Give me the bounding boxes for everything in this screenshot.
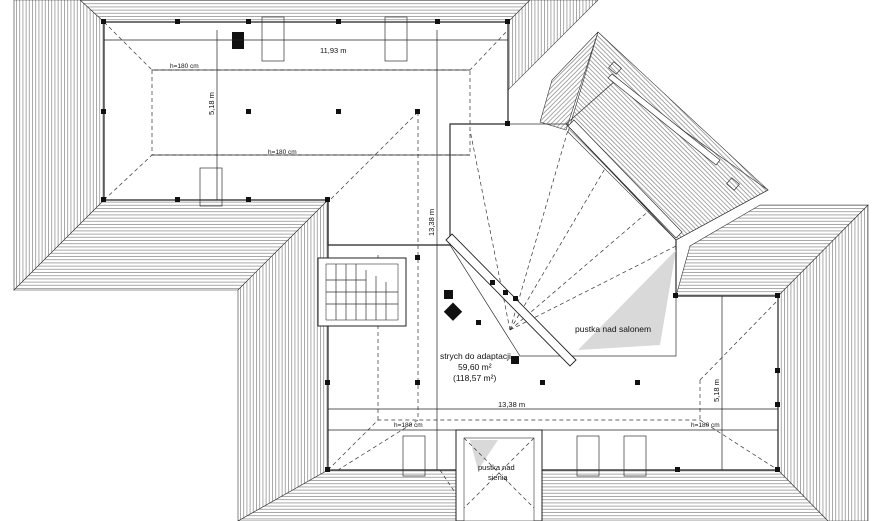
- salon-void-label: pustka nad salonem: [575, 324, 651, 334]
- height-label-top-b: h=180 cm: [268, 149, 297, 156]
- attic-area-label: 59,60 m²: [458, 362, 492, 372]
- height-label-top-a: h=180 cm: [170, 63, 199, 70]
- roof-eaves: [13, 0, 869, 521]
- diagonal-beam: [445, 73, 721, 367]
- height-label-bottom-right: h=180 cm: [691, 422, 720, 429]
- dim-center-height: 13,38 m: [427, 209, 436, 236]
- staircase: [317, 257, 407, 327]
- column-markers: [101, 19, 780, 472]
- height-label-bottom-left: h=180 cm: [394, 422, 423, 429]
- dim-top-width: 11,93 m: [320, 46, 347, 55]
- chimney-icon: [444, 290, 453, 299]
- dimension-lines: [104, 30, 778, 470]
- dim-bottom-width: 13,38 m: [498, 400, 525, 409]
- skylights-bottom: [402, 435, 647, 477]
- chimney-icon: [443, 302, 463, 321]
- skylights-top: [199, 16, 408, 207]
- attic-area-total-label: (118,57 m²): [453, 373, 496, 383]
- attic-name-label: strych do adaptacji: [440, 351, 511, 361]
- entrance-gable: [455, 429, 543, 521]
- void-shade: [578, 250, 676, 350]
- dim-right-depth: 5,18 m: [712, 379, 721, 402]
- dim-top-depth: 5,18 m: [207, 92, 216, 115]
- hall-void-label-2: sienią: [488, 473, 508, 482]
- chimney-icon: [232, 32, 244, 49]
- hall-void-label-1: pustka nad: [478, 463, 515, 472]
